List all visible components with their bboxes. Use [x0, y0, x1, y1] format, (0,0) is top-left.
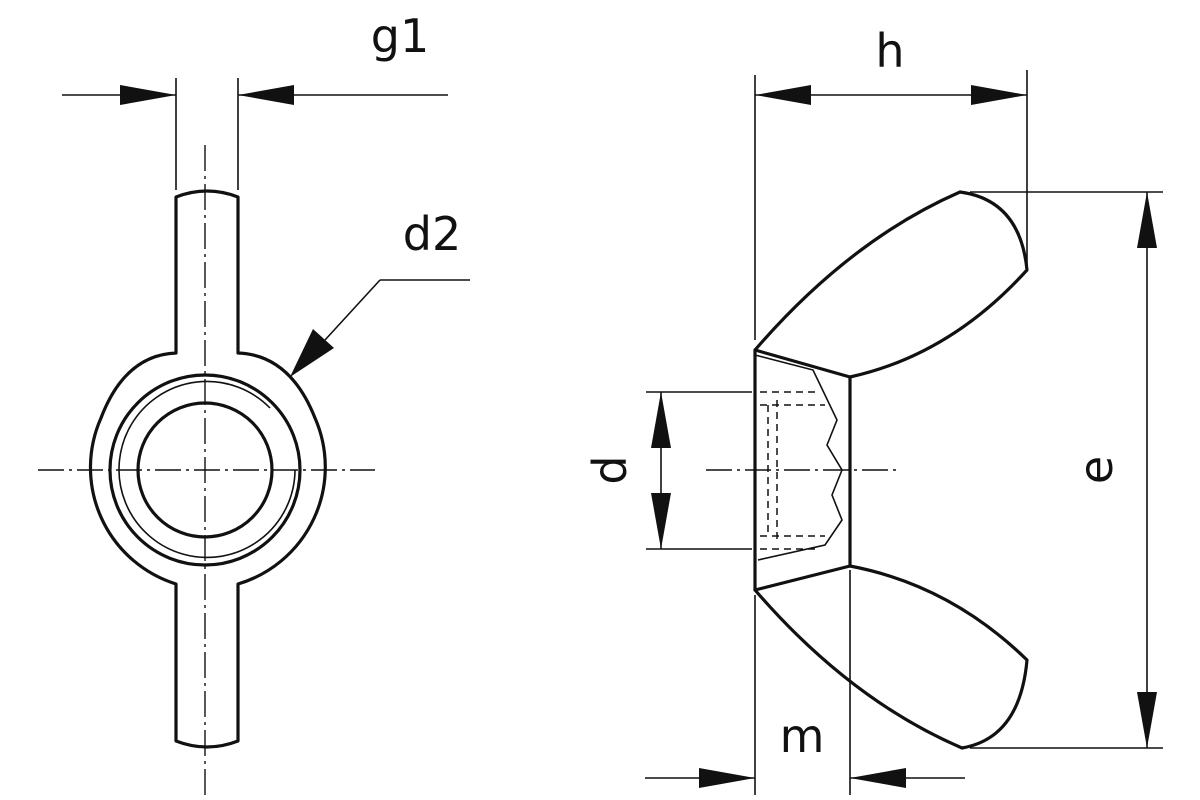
e-arrow-bottom: [1137, 692, 1157, 748]
m-arrow-left: [699, 768, 755, 788]
label-d2: d2: [403, 207, 461, 261]
m-arrow-right: [850, 768, 906, 788]
label-g1: g1: [371, 9, 429, 63]
side-view: h e d m: [583, 24, 1163, 795]
dimension-d: d: [583, 391, 752, 550]
front-view: g1 d2: [38, 9, 470, 795]
h-arrow-right: [971, 85, 1027, 105]
d-arrow-bottom: [651, 493, 671, 549]
h-arrow-left: [755, 85, 811, 105]
d-arrow-top: [651, 392, 671, 448]
dimension-g1: g1: [62, 9, 448, 190]
label-d: d: [583, 455, 637, 484]
dimension-e: e: [970, 191, 1163, 749]
label-m: m: [780, 709, 825, 763]
dimension-m: m: [645, 570, 965, 795]
label-e: e: [1069, 456, 1123, 484]
e-arrow-top: [1137, 192, 1157, 248]
g1-arrow-left: [120, 85, 176, 105]
front-view-outline: [88, 189, 327, 749]
g1-arrow-right: [238, 85, 294, 105]
dimension-d2: d2: [290, 207, 470, 377]
thread-root-arc: [118, 380, 296, 559]
d2-arrow: [290, 329, 334, 377]
label-h: h: [875, 24, 904, 78]
dimension-h: h: [754, 24, 1028, 340]
upper-wing: [753, 190, 1029, 379]
lower-wing: [753, 564, 1029, 750]
